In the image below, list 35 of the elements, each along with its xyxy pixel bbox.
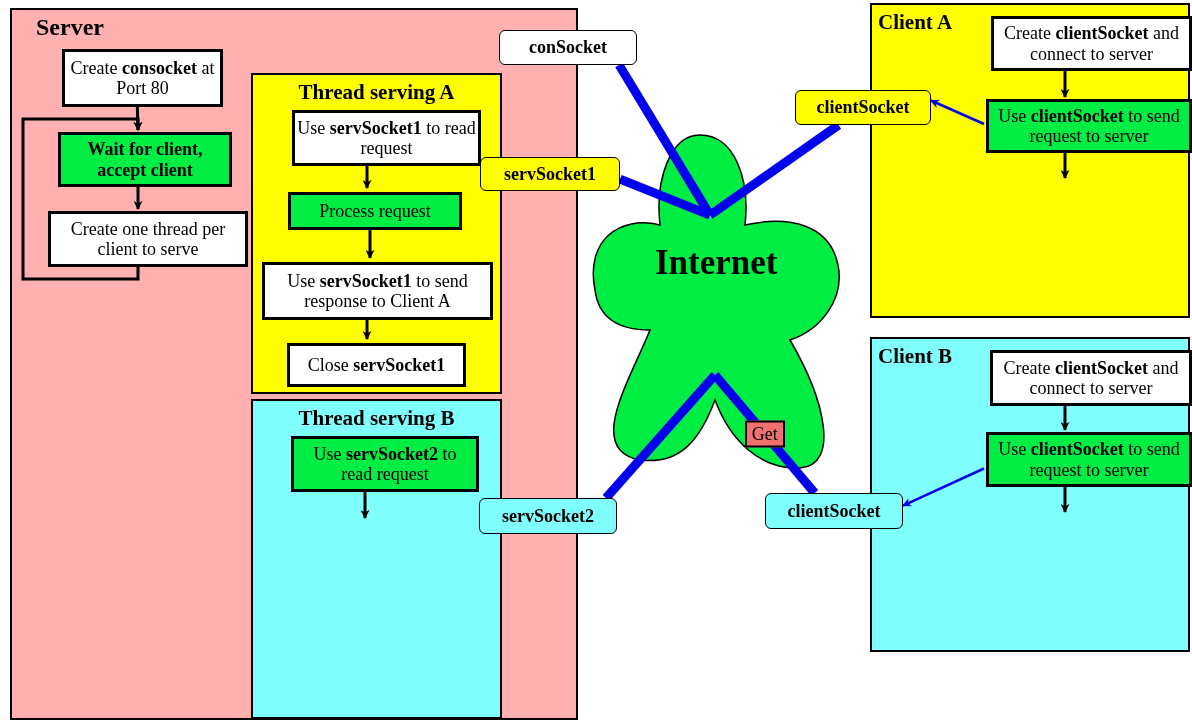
cloud-label: Internet <box>655 243 778 283</box>
arrow <box>930 99 985 126</box>
process-box: Create consocket at Port 80 <box>62 49 223 107</box>
panel-title: Thread serving A <box>297 81 456 105</box>
process-box: Create clientSocket and connect to server <box>991 16 1192 71</box>
process-box: Create clientSocket and connect to server <box>990 350 1192 406</box>
arrow <box>21 117 143 281</box>
edge-label: Get <box>744 420 785 448</box>
socket-label: servSocket1 <box>480 157 620 191</box>
socket-label: clientSocket <box>795 90 931 125</box>
connection-line <box>618 174 712 220</box>
panel-title: Thread serving B <box>297 407 456 431</box>
process-box: Use servSocket1 to read request <box>292 110 481 166</box>
arrow <box>1060 69 1070 98</box>
panel-title: Server <box>36 14 104 41</box>
process-box: Use servSocket1 to send response to Client A <box>262 262 493 320</box>
process-box: Use clientSocket to send request to server <box>986 432 1192 487</box>
panel-title: Client A <box>878 11 953 35</box>
process-box: Use servSocket2 to read request <box>291 436 479 492</box>
arrow <box>133 185 143 210</box>
panel-background <box>251 399 502 719</box>
panel-title: Client B <box>878 345 953 369</box>
process-box: Wait for client, accept client <box>58 132 232 187</box>
arrow <box>902 467 985 507</box>
arrow <box>1060 404 1070 431</box>
socket-label: conSocket <box>499 30 637 65</box>
arrow <box>1060 485 1070 513</box>
socket-label: servSocket2 <box>479 498 617 534</box>
process-box: Create one thread per client to serve <box>48 211 248 267</box>
process-box: Process request <box>288 192 462 230</box>
panel-background <box>251 73 502 394</box>
process-box: Close servSocket1 <box>287 343 466 387</box>
socket-label: clientSocket <box>765 493 903 529</box>
process-box: Use clientSocket to send request to server <box>986 99 1192 153</box>
arrow <box>1060 151 1070 179</box>
